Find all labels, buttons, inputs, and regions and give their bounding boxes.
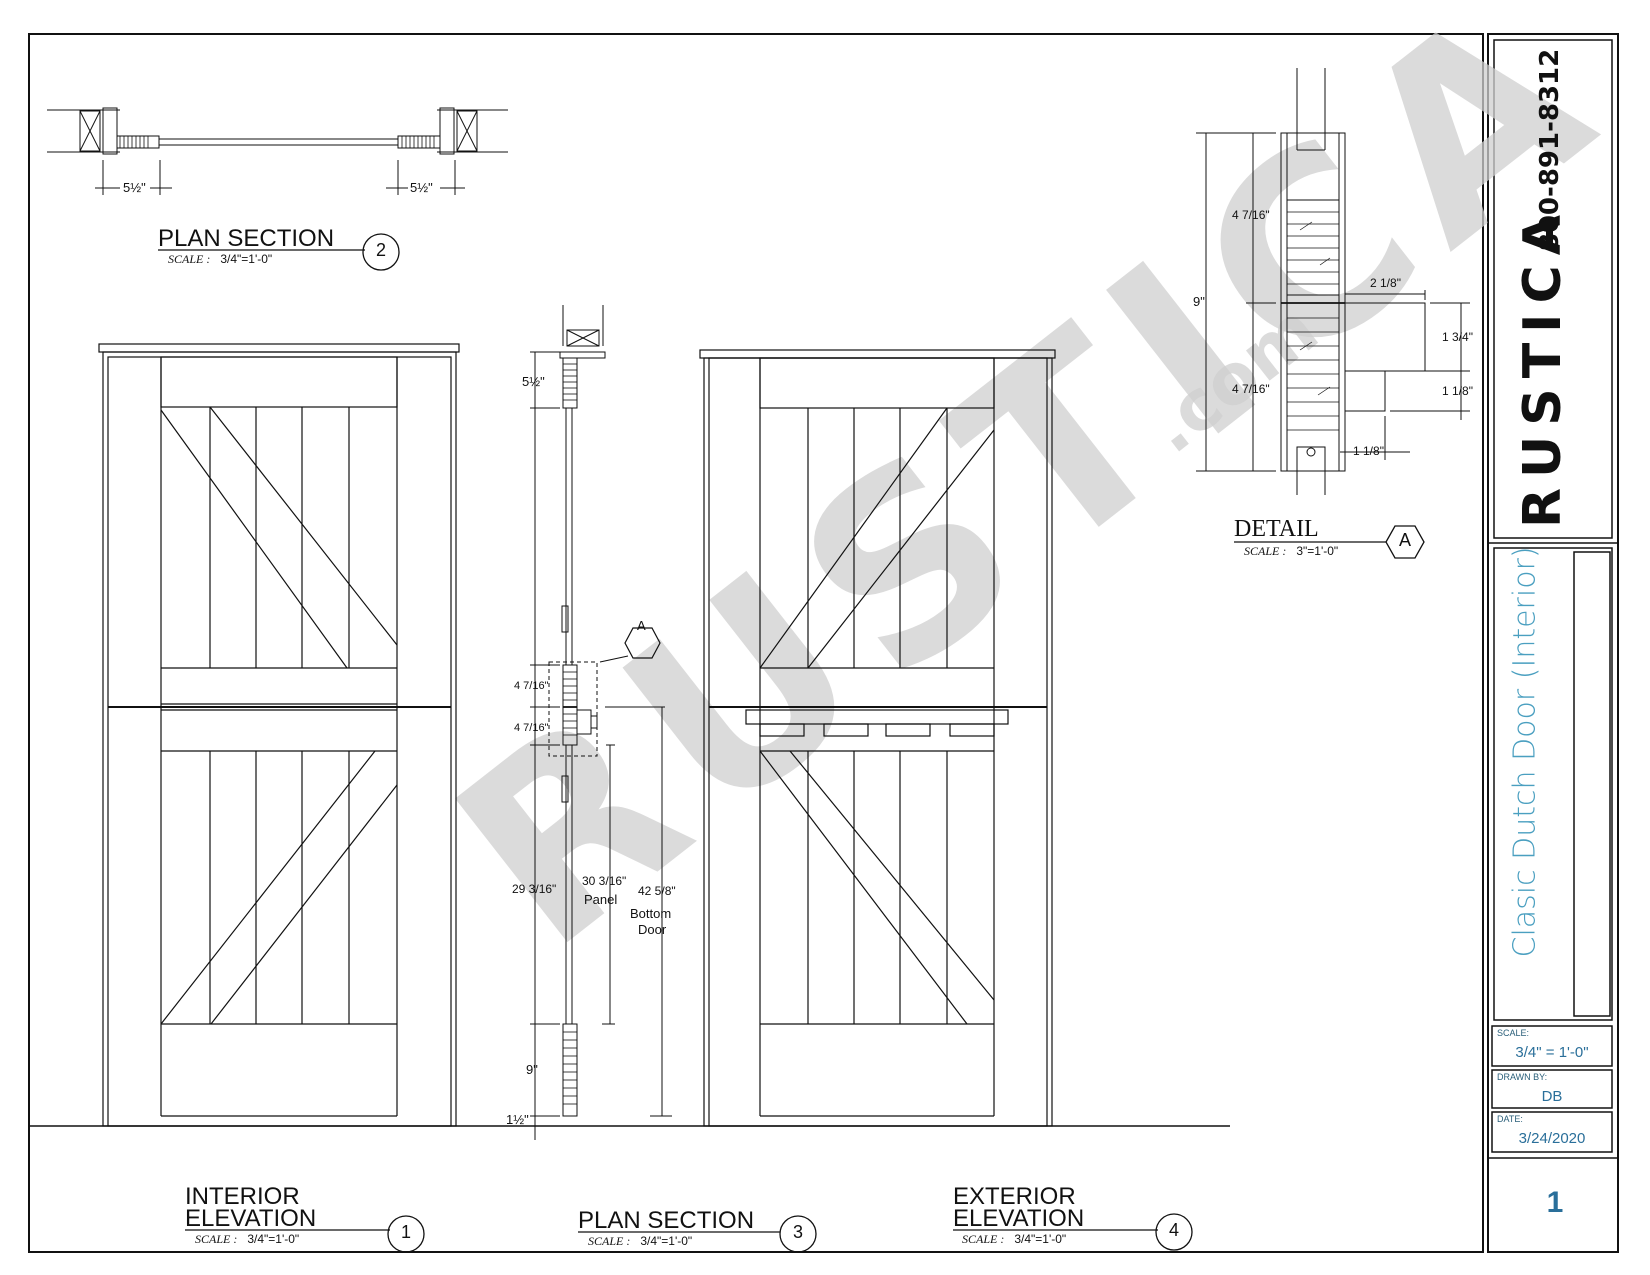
exterior-elevation-drawing xyxy=(699,349,1056,1127)
scale-value: 3"=1'-0" xyxy=(1296,544,1339,558)
exterior-elevation-title-2: ELEVATION xyxy=(953,1205,1085,1232)
drawn-by-value: DB xyxy=(1541,1088,1563,1105)
side-dim-bottom-rail: 9" xyxy=(526,1062,538,1077)
side-dim-bottom-door-word1: Bottom xyxy=(630,906,672,921)
plan-section-top-scale: SCALE : 3/4"=1'-0" xyxy=(168,252,272,267)
scale-label: SCALE : xyxy=(962,1232,1005,1246)
scale-value: 3/4"=1'-0" xyxy=(247,1232,300,1246)
title-box xyxy=(1493,547,1613,1021)
side-dim-top: 5½" xyxy=(522,374,545,389)
watermark: RUSTICA .com xyxy=(406,0,1650,1003)
detail-dim-ledge-h2: 1 1/8" xyxy=(1442,384,1473,398)
date-box xyxy=(1491,1111,1613,1153)
plan-top-dim-right: 5½" xyxy=(410,180,433,195)
side-dim-bottom-door: 42 5/8" xyxy=(638,884,676,898)
interior-elevation-scale: SCALE : 3/4"=1'-0" xyxy=(195,1232,299,1247)
scale-value: 3/4"=1'-0" xyxy=(220,252,273,266)
plan-section-top-drawing xyxy=(47,107,508,195)
side-dim-upper-rail: 4 7/16" xyxy=(514,680,549,692)
detail-dim-upper: 4 7/16" xyxy=(1232,208,1270,222)
view-number-1: 1 xyxy=(400,1222,411,1242)
scale-label: SCALE : xyxy=(168,252,211,266)
detail-scale: SCALE : 3"=1'-0" xyxy=(1244,544,1338,559)
view-number-3: 3 xyxy=(792,1222,803,1242)
view-markers xyxy=(158,233,1386,1253)
exterior-elevation-scale: SCALE : 3/4"=1'-0" xyxy=(962,1232,1066,1247)
side-dim-panel-word: Panel xyxy=(584,892,618,907)
drawn-by-box xyxy=(1491,1069,1613,1109)
plan-section-side-drawing xyxy=(530,305,672,1140)
scale-label: SCALE : xyxy=(195,1232,238,1246)
scale-value: 3/4" = 1'-0" xyxy=(1515,1044,1589,1061)
side-dim-lower-rail: 4 7/16" xyxy=(514,722,549,734)
interior-elevation-title-1: INTERIOR xyxy=(185,1183,300,1210)
date-label: DATE: xyxy=(1497,1114,1523,1124)
exterior-elevation-title-1: EXTERIOR xyxy=(953,1183,1076,1210)
brand-box xyxy=(1493,39,1613,539)
side-dim-panel-left: 29 3/16" xyxy=(512,882,557,896)
plan-section-top-title: PLAN SECTION xyxy=(158,225,335,252)
drawing-border xyxy=(28,33,1484,1253)
scale-box xyxy=(1491,1025,1613,1067)
interior-elevation-drawing xyxy=(98,343,460,1127)
plan-section-side-scale: SCALE : 3/4"=1'-0" xyxy=(588,1234,692,1249)
plan-top-dim-left: 5½" xyxy=(123,180,146,195)
side-dim-panel: 30 3/16" xyxy=(582,874,627,888)
drawn-by-label: DRAWN BY: xyxy=(1497,1072,1548,1082)
view-number-4: 4 xyxy=(1168,1220,1179,1240)
drawing-title: Clasic Dutch Door (Interior) xyxy=(1507,546,1543,958)
scale-label: SCALE : xyxy=(588,1234,631,1248)
side-dim-bottom: 1½" xyxy=(506,1112,529,1127)
scale-label: SCALE : xyxy=(1244,544,1287,558)
interior-elevation-title-2: ELEVATION xyxy=(185,1205,317,1232)
side-dim-bottom-door-word2: Door xyxy=(638,922,667,937)
plan-section-side-title: PLAN SECTION xyxy=(578,1207,755,1234)
detail-dim-lower: 4 7/16" xyxy=(1232,382,1270,396)
scale-label: SCALE: xyxy=(1497,1028,1530,1038)
svg-text:RUSTICA: RUSTICA xyxy=(406,0,1650,1003)
scale-value: 3/4"=1'-0" xyxy=(640,1234,693,1248)
detail-dim-bottom: 1 1/8" xyxy=(1353,444,1384,458)
sheet-number: 1 xyxy=(1546,1186,1564,1219)
title-block-border xyxy=(1487,33,1619,1253)
detail-ref-a: A xyxy=(1398,530,1411,550)
detail-callout-a: A xyxy=(637,618,646,633)
detail-title: DETAIL xyxy=(1234,516,1319,542)
brand-logo: RUSTICA xyxy=(1513,205,1573,528)
detail-dim-ledge-width: 2 1/8" xyxy=(1370,276,1401,290)
date-value: 3/24/2020 xyxy=(1518,1130,1586,1147)
view-number-2: 2 xyxy=(375,240,386,260)
detail-dim-ledge-h1: 1 3/4" xyxy=(1442,330,1473,344)
detail-drawing xyxy=(1196,68,1470,559)
scale-value: 3/4"=1'-0" xyxy=(1014,1232,1067,1246)
detail-dim-total: 9" xyxy=(1193,294,1205,309)
